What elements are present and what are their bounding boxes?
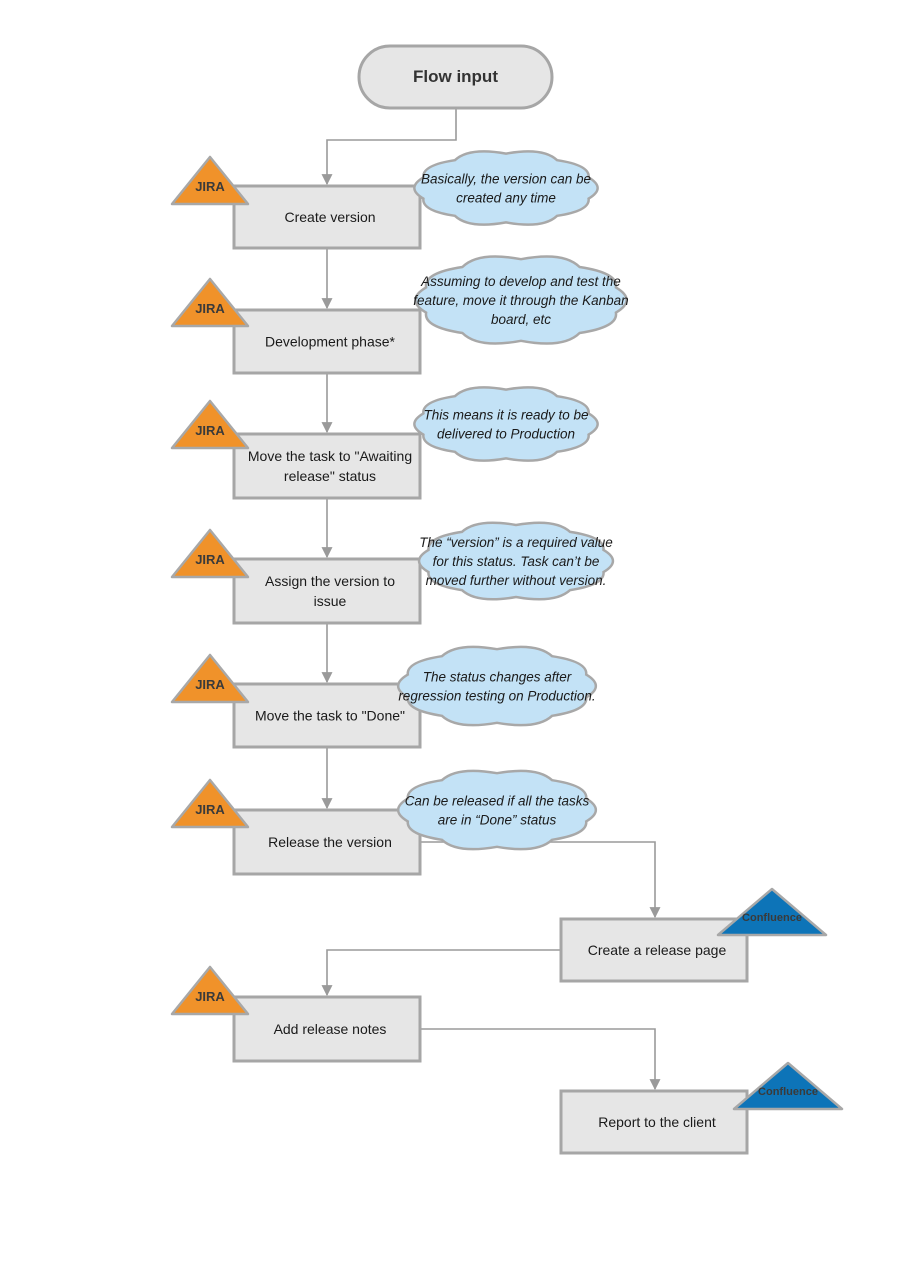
- step-6: Release the version JIRA Can be released i…: [170, 769, 598, 876]
- note-text: Assuming to develop and test the: [420, 274, 621, 289]
- step-3-label: Move the task to "Awaiting: [248, 448, 412, 464]
- note-text: for this status. Task can’t be: [433, 554, 600, 569]
- start-node-label: Flow input: [413, 67, 498, 86]
- note-cloud-shape: [413, 150, 599, 226]
- note-text: regression testing on Production.: [398, 689, 595, 704]
- step-4: Assign the version to issue JIRA The “versi…: [170, 521, 615, 625]
- step-5: Move the task to "Done" JIRA The status ch…: [170, 645, 598, 749]
- step-4-label: Assign the version to: [265, 573, 395, 589]
- connector-step-6-to-7: [420, 841, 661, 919]
- step-1-note: Basically, the version can be created any…: [413, 150, 599, 226]
- step-4-label: issue: [314, 593, 347, 609]
- note-text: moved further without version.: [426, 573, 607, 588]
- step-4-box[interactable]: [232, 557, 422, 625]
- jira-tag-icon: JIRA: [170, 778, 250, 829]
- connector-step-8-to-9: [420, 1028, 661, 1091]
- note-text: board, etc: [491, 312, 551, 327]
- step-7-box[interactable]: [559, 917, 749, 983]
- step-9-box[interactable]: [559, 1089, 749, 1155]
- note-cloud-shape: [396, 645, 598, 727]
- jira-tag-label: JIRA: [195, 552, 225, 567]
- step-2-box[interactable]: [232, 308, 422, 375]
- jira-tag-icon: JIRA: [170, 155, 250, 206]
- step-5-label: Move the task to "Done": [255, 708, 405, 724]
- jira-tag-icon: JIRA: [170, 528, 250, 579]
- step-3-note: This means it is ready to be delivered to…: [413, 386, 599, 462]
- step-8-box[interactable]: [232, 995, 422, 1063]
- step-9: Report to the client Confluence: [559, 1061, 844, 1155]
- step-3-box[interactable]: [232, 432, 422, 500]
- jira-tag-label: JIRA: [195, 802, 225, 817]
- step-4-note: The “version” is a required value for thi…: [417, 521, 615, 601]
- note-text: feature, move it through the Kanban: [413, 293, 628, 308]
- note-text: Can be released if all the tasks: [405, 794, 590, 809]
- start-node[interactable]: Flow input: [357, 44, 554, 110]
- step-7: Create a release page Confluence: [559, 887, 828, 983]
- connector-step-7-to-8: [321, 949, 561, 997]
- step-6-box[interactable]: [232, 808, 422, 876]
- step-3-label: release" status: [284, 468, 376, 484]
- step-2-note: Assuming to develop and test the feature,…: [413, 255, 629, 345]
- jira-tag-label: JIRA: [195, 989, 225, 1004]
- jira-tag-label: JIRA: [195, 677, 225, 692]
- note-text: are in “Done” status: [438, 813, 557, 828]
- note-text: Basically, the version can be: [421, 172, 591, 187]
- step-6-label: Release the version: [268, 834, 392, 850]
- note-text: The status changes after: [423, 670, 572, 685]
- jira-tag-icon: JIRA: [170, 277, 250, 328]
- step-2: Development phase* JIRA Assuming to develo…: [170, 255, 629, 375]
- step-1-label: Create version: [284, 209, 375, 225]
- step-1: Create version JIRA Basically, the version…: [170, 150, 599, 250]
- step-7-label: Create a release page: [588, 942, 727, 958]
- step-2-label: Development phase*: [265, 334, 396, 350]
- step-8: Add release notes JIRA: [170, 965, 422, 1063]
- jira-tag-icon: JIRA: [170, 653, 250, 704]
- jira-tag-icon: JIRA: [170, 399, 250, 450]
- step-5-note: The status changes after regression testi…: [396, 645, 598, 727]
- jira-tag-label: JIRA: [195, 301, 225, 316]
- step-5-box[interactable]: [232, 682, 422, 749]
- note-text: This means it is ready to be: [423, 408, 588, 423]
- note-text: delivered to Production: [437, 427, 575, 442]
- note-text: The “version” is a required value: [419, 535, 613, 550]
- note-cloud-shape: [396, 769, 598, 851]
- step-8-label: Add release notes: [274, 1021, 387, 1037]
- step-6-note: Can be released if all the tasks are in “…: [396, 769, 598, 851]
- step-1-box[interactable]: [232, 184, 422, 250]
- confluence-tag-label: Confluence: [742, 912, 802, 924]
- confluence-tag-icon: Confluence: [732, 1061, 844, 1111]
- jira-tag-icon: JIRA: [170, 965, 250, 1016]
- confluence-tag-label: Confluence: [758, 1086, 818, 1098]
- connector-start-to-step-1: [321, 108, 457, 186]
- note-cloud-shape: [417, 521, 615, 601]
- note-cloud-shape: [414, 255, 628, 345]
- step-9-label: Report to the client: [598, 1114, 716, 1130]
- note-cloud-shape: [413, 386, 599, 462]
- jira-tag-label: JIRA: [195, 179, 225, 194]
- jira-tag-label: JIRA: [195, 423, 225, 438]
- confluence-tag-icon: Confluence: [716, 887, 828, 937]
- note-text: created any time: [456, 191, 556, 206]
- step-3: Move the task to "Awaiting release" statu…: [170, 386, 599, 500]
